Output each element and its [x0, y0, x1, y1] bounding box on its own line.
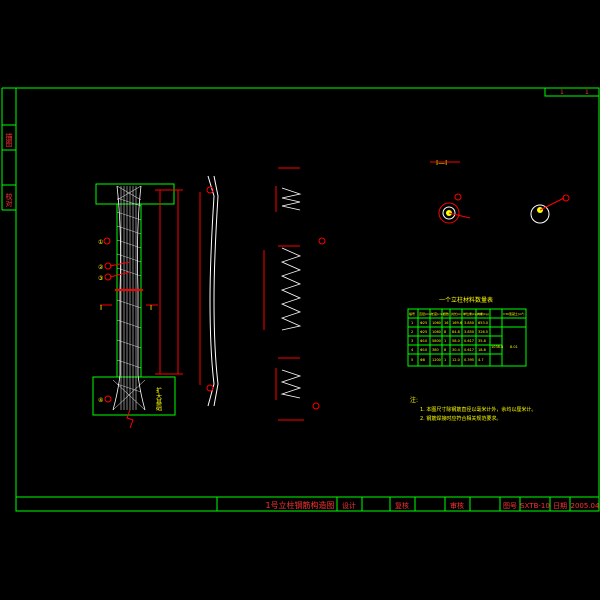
r0c6: 653.0 [478, 321, 488, 325]
r2c0: 3 [411, 339, 413, 343]
audit-label: 审核 [450, 501, 464, 510]
section-mark-right: I [150, 304, 152, 312]
r4c6: 4.7 [478, 358, 484, 362]
r2c5: 0.617 [464, 339, 474, 343]
date: 2005.04 [571, 502, 600, 510]
r4c0: 5 [411, 358, 413, 362]
r4c4: 12.0 [452, 358, 460, 362]
th-1: 直径(mm) [419, 311, 433, 316]
side-label-2: 校对 [5, 192, 13, 207]
r3c5: 0.617 [464, 348, 474, 352]
r2c4: 58.0 [452, 339, 460, 343]
label-4: ④ [98, 397, 103, 404]
r1c1: Φ25 [420, 330, 427, 334]
r3c3: 8 [444, 348, 446, 352]
section-title: I—I [436, 159, 447, 167]
r4c2: 1200 [432, 358, 441, 362]
r0c1: Φ25 [420, 321, 427, 325]
r0c3: 16 [444, 321, 448, 325]
review-label: 复核 [395, 501, 409, 510]
r3c0: 4 [411, 348, 414, 352]
th-4: 共长(m) [451, 311, 462, 316]
r1c2: 1060 [432, 330, 441, 334]
r1c0: 2 [411, 330, 413, 334]
label-1: ① [98, 239, 103, 246]
r0c5: 3.850 [464, 321, 474, 325]
section-view: I—I [430, 159, 570, 224]
drawing-no-label: 图号 [503, 502, 517, 510]
r0c4: 169.6 [452, 321, 462, 325]
r1c5: 3.850 [464, 330, 474, 334]
sheet-total: 1 [585, 89, 589, 96]
sheet-current: 1 [560, 89, 564, 96]
r2c1: Φ10 [420, 339, 427, 343]
th-0: 编号 [409, 311, 415, 316]
material-table: 一个立柱材料数量表 编号 直径(mm) 长度(cm) 根数 共长(m) 单位重(… [407, 296, 527, 367]
r3c2: 380 [432, 348, 439, 352]
r1c6: 326.5 [478, 330, 488, 334]
column-elevation: I I ① ② ③ ④ 扩大基础 [92, 183, 183, 429]
label-3: ③ [98, 275, 103, 282]
note-2: 2. 钢筋焊接时应符合相关规范要求。 [420, 415, 501, 422]
th-2: 长度(cm) [431, 311, 444, 316]
label-2: ② [98, 264, 104, 271]
side-profile [199, 175, 219, 407]
r3c1: Φ10 [420, 348, 427, 352]
table-concrete: 8.01 [510, 345, 518, 349]
r4c1: Φ8 [420, 358, 425, 362]
th-7: C30混凝土(m³) [503, 311, 524, 316]
date-label: 日期 [553, 502, 567, 510]
foundation-label: 扩大基础 [155, 386, 162, 412]
r3c6: 18.8 [478, 348, 486, 352]
section-mark-left: I [100, 304, 102, 312]
th-5: 单位重(kg/m) [463, 311, 482, 316]
r2c2: 5800 [432, 339, 441, 343]
note-1: 1. 本图尺寸除钢筋直径以毫米计外，余均以厘米计。 [420, 406, 536, 413]
notes: 注: 1. 本图尺寸除钢筋直径以毫米计外，余均以厘米计。 2. 钢筋焊接时应符合… [410, 396, 536, 422]
r4c5: 0.395 [464, 358, 474, 362]
design-label: 设计 [342, 501, 356, 510]
th-3: 根数 [443, 311, 449, 316]
r0c0: 1 [411, 321, 413, 325]
drawing-title: 1号立柱钢筋构造图 [265, 500, 334, 510]
r1c4: 84.8 [452, 330, 460, 334]
r3c4: 30.4 [452, 348, 461, 352]
side-label-1: 描图 [5, 132, 13, 148]
drawing-no: SXTB-10 [520, 502, 550, 510]
table-total: 1038.8 [491, 345, 503, 349]
sheet-box [544, 87, 600, 97]
spiral-views [263, 167, 326, 421]
r0c2: 1060 [432, 321, 441, 325]
drawing-frame [15, 87, 600, 512]
title-block: 1号立柱钢筋构造图 设计 复核 审核 图号 SXTB-10 日期 2005.04 [16, 496, 600, 511]
r1c3: 8 [444, 330, 446, 334]
r2c6: 35.8 [478, 339, 486, 343]
table-title: 一个立柱材料数量表 [439, 296, 493, 304]
r2c3: 1 [444, 339, 446, 343]
th-6: 共重(kg) [477, 311, 489, 316]
notes-heading: 注: [410, 396, 418, 404]
r4c3: 1 [444, 358, 446, 362]
